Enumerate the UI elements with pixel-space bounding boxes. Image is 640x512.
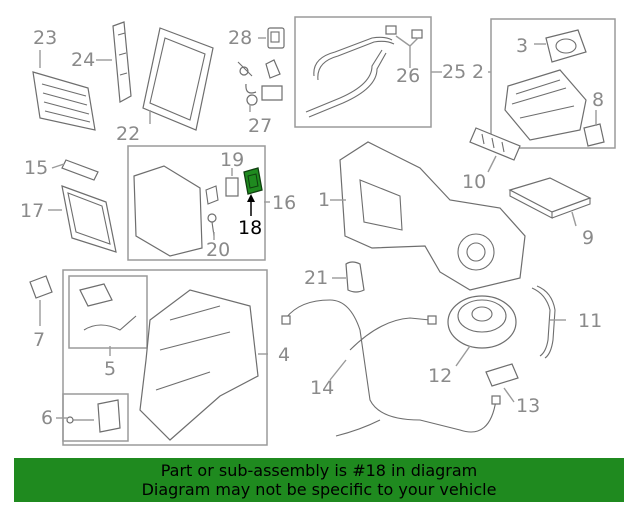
part-4-drawing — [139, 289, 259, 441]
callout-22: 22 — [116, 123, 140, 145]
callout-7: 7 — [33, 329, 45, 351]
callout-27: 27 — [248, 115, 272, 137]
part-28-drawing — [267, 27, 285, 49]
callout-14: 14 — [310, 377, 334, 399]
callout-5: 5 — [104, 358, 116, 380]
notice-banner: Part or sub-assembly is #18 in diagram D… — [14, 458, 624, 502]
part-21-drawing — [345, 261, 365, 293]
callout-10: 10 — [462, 171, 486, 193]
notice-line-1: Part or sub-assembly is #18 in diagram — [160, 461, 478, 480]
part-6-drawing — [66, 399, 121, 433]
callout-15: 15 — [24, 157, 48, 179]
part-3-drawing — [545, 29, 587, 63]
group-box-2 — [490, 18, 616, 149]
part-24-drawing — [112, 21, 132, 103]
callout-9: 9 — [582, 227, 594, 249]
callout-26: 26 — [396, 65, 420, 87]
part-19-drawing — [225, 177, 239, 197]
part-11-drawing — [531, 285, 556, 359]
callout-25: 25 — [442, 61, 466, 83]
part-17-drawing — [61, 185, 117, 253]
part-8-drawing — [583, 123, 605, 147]
callout-28: 28 — [228, 27, 252, 49]
group-box-4 — [62, 269, 268, 446]
part-10-drawing — [469, 127, 521, 161]
part-27-drawing — [237, 59, 283, 106]
callout-2: 2 — [472, 61, 484, 83]
part-20-drawing — [207, 213, 217, 237]
part-7-drawing — [29, 275, 53, 299]
part-25-drawing — [305, 25, 423, 118]
group-box-16 — [127, 145, 266, 261]
callout-6: 6 — [41, 407, 53, 429]
part-5-drawing — [79, 283, 137, 331]
callout-11: 11 — [578, 310, 602, 332]
callout-17: 17 — [20, 200, 44, 222]
callout-20: 20 — [206, 239, 230, 261]
part-23-drawing — [32, 71, 96, 131]
callout-labels: 23 24 22 28 27 26 25 2 3 8 10 9 1 15 17 … — [20, 27, 604, 429]
part-15-drawing — [61, 159, 99, 181]
part-12-drawing — [447, 295, 517, 349]
callout-18-highlighted: 18 — [238, 217, 262, 239]
callout-16: 16 — [272, 192, 296, 214]
part-18-highlighted-drawing — [243, 167, 263, 195]
callout-21: 21 — [304, 267, 328, 289]
callout-19: 19 — [220, 149, 244, 171]
part-14-drawing — [281, 299, 501, 437]
callout-13: 13 — [516, 395, 540, 417]
leader-lines — [39, 35, 597, 419]
part-13-drawing — [485, 363, 519, 387]
part-16-drawing — [133, 165, 219, 257]
callout-4: 4 — [278, 344, 290, 366]
part-22-drawing — [142, 27, 214, 131]
callout-8: 8 — [592, 89, 604, 111]
callout-23: 23 — [33, 27, 57, 49]
group-box-5 — [68, 275, 148, 349]
part-9-drawing — [508, 177, 592, 219]
notice-line-2: Diagram may not be specific to your vehi… — [141, 480, 497, 499]
callout-24: 24 — [71, 49, 95, 71]
part-1-drawing — [339, 141, 526, 291]
callout-12: 12 — [428, 365, 452, 387]
part-2-drawing — [504, 69, 587, 141]
callout-3: 3 — [516, 35, 528, 57]
callout-1: 1 — [318, 189, 330, 211]
